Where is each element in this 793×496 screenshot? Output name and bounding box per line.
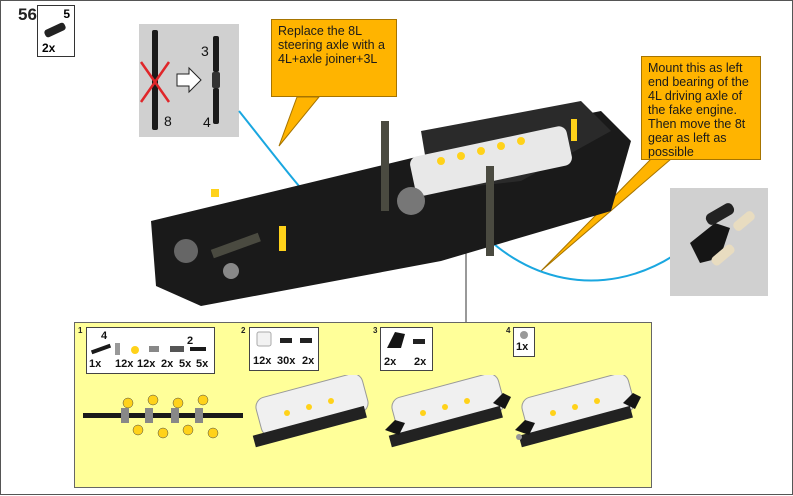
replace-illustration [139, 30, 220, 130]
substeps-area: 1 4 2 1x 12x 12x 2x 5x 5x [74, 322, 652, 488]
cross-line-icon [139, 61, 171, 103]
substep-4-parts: 1x [513, 327, 535, 357]
old-axle-length: 8 [164, 113, 172, 129]
new-axle-bottom-length: 4 [203, 114, 211, 130]
substep-1-qty: 12x [137, 358, 156, 370]
bearing-callout-text: Mount this as left end bearing of the 4L… [648, 61, 749, 159]
substep-2-engine [252, 375, 369, 448]
new-axle-top-icon [213, 36, 219, 72]
axle-joiner-icon [212, 72, 220, 88]
substep-1-crankshaft [83, 394, 243, 439]
chassis-illustration [151, 101, 631, 306]
replace-arrow-icon [176, 66, 202, 94]
new-axle-bottom-icon [213, 88, 219, 124]
parts-callout: 5 2x [37, 5, 75, 57]
substep-1-part-length-a: 4 [101, 330, 108, 342]
steering-callout-pointer [278, 96, 321, 147]
substep-3-qty: 2x [414, 356, 427, 368]
substep-3-engine [385, 375, 511, 448]
substep-1-qty: 5x [179, 358, 192, 370]
replace-panel: 8 3 4 [139, 24, 239, 137]
substep-3-qty: 2x [384, 356, 397, 368]
substep-4-qty: 1x [516, 341, 529, 353]
substep-1-parts: 4 2 1x 12x 12x 2x 5x 5x [86, 327, 215, 374]
substep-2-parts: 12x 30x 2x [249, 327, 319, 371]
bearing-callout: Mount this as left end bearing of the 4L… [641, 56, 761, 160]
step-number: 56 [18, 5, 37, 24]
engine-block [410, 126, 572, 196]
substep-1-qty: 2x [161, 358, 174, 370]
substep-3-parts: 2x 2x [380, 327, 433, 371]
substep-4-label: 4 [506, 326, 511, 335]
bearing-part-panel [670, 188, 768, 296]
substep-2-label: 2 [241, 326, 246, 335]
substep-1-part-length-b: 2 [187, 335, 194, 347]
new-axle-top-length: 3 [201, 43, 209, 59]
steering-callout: Replace the 8L steering axle with a 4L+a… [271, 19, 397, 97]
part-quantity-label: 2x [42, 41, 56, 55]
substep-2-qty: 2x [302, 355, 315, 367]
substep-1-label: 1 [78, 326, 83, 335]
substep-3-label: 3 [373, 326, 378, 335]
steering-callout-text: Replace the 8L steering axle with a 4L+a… [278, 24, 386, 66]
substep-1-qty: 12x [115, 358, 134, 370]
part-length-label: 5 [63, 7, 70, 21]
substep-2-qty: 12x [253, 355, 272, 367]
substep-1-qty: 1x [89, 358, 102, 370]
substep-4-engine [515, 375, 641, 448]
substep-2-qty: 30x [277, 355, 296, 367]
substep-1-qty: 5x [196, 358, 209, 370]
